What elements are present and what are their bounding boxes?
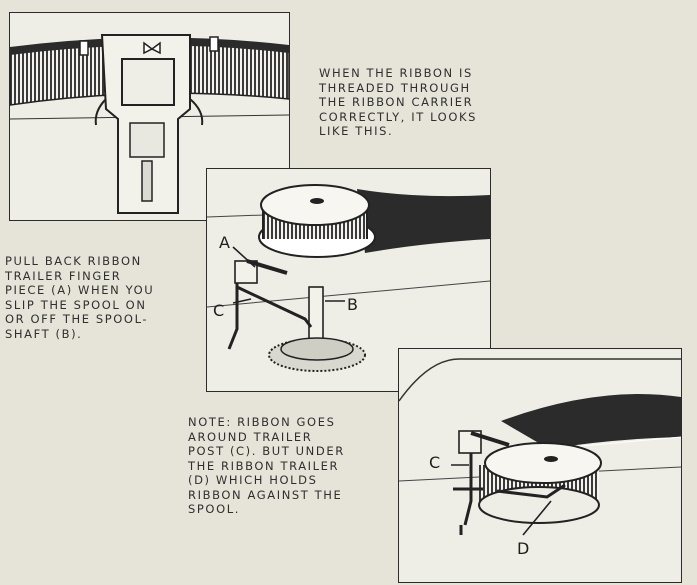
caption-note: Note: Ribbon goes around trailer post (C…	[188, 415, 345, 516]
ribbon-carrier-drawing	[10, 34, 289, 214]
illustration-ribbon-carrier	[9, 12, 290, 221]
label-d: D	[517, 539, 530, 558]
label-c-bottom: C	[429, 453, 441, 472]
caption-pull-back: Pull back ribbon trailer finger piece (A…	[5, 254, 155, 341]
label-b: B	[347, 295, 358, 314]
trailer-spool-drawing	[399, 358, 681, 536]
spool-assembly-drawing	[207, 184, 490, 372]
illustration-trailer-spool: C D	[398, 348, 682, 583]
label-a: A	[219, 233, 230, 252]
label-c-middle: C	[213, 301, 225, 320]
caption-threaded: When the ribbon is threaded through the …	[319, 66, 478, 138]
